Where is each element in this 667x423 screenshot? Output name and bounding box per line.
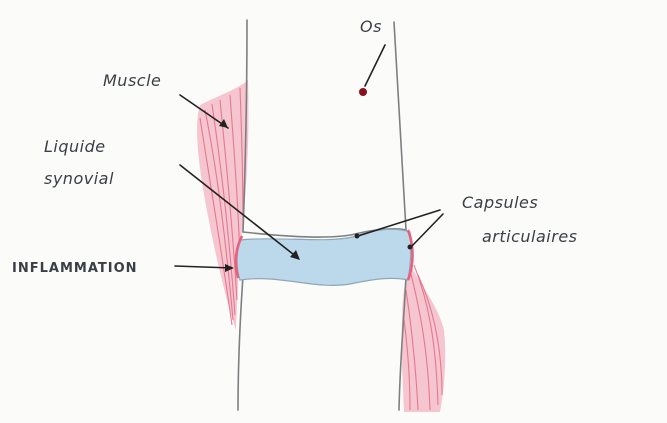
capsule-label-line2: articulaires bbox=[482, 227, 578, 246]
right-muscle bbox=[402, 260, 446, 412]
synovial-fluid-label-line1: Liquide bbox=[44, 137, 106, 156]
capsule-leader-line-2 bbox=[412, 214, 443, 246]
bone-label: Os bbox=[360, 17, 382, 36]
left-muscle bbox=[197, 80, 248, 330]
muscle-label: Muscle bbox=[103, 71, 161, 90]
synovial-fluid-label-line2: synovial bbox=[44, 169, 114, 188]
bone-marker-dot bbox=[359, 88, 367, 96]
lower-bone bbox=[238, 276, 406, 410]
bone-leader-line bbox=[365, 45, 385, 86]
inflammation-label: INFLAMMATION bbox=[12, 261, 138, 276]
capsule-label-line1: Capsules bbox=[462, 193, 538, 212]
